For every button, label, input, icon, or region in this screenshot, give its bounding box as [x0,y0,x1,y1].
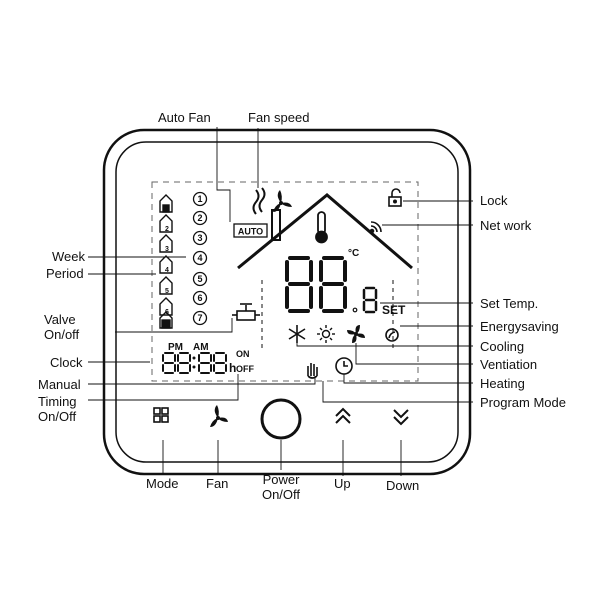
fan-speed-wave-icon [252,187,266,215]
thermostat-inner-frame [115,141,459,463]
hour-unit: h [229,361,236,375]
period-4: 4 [197,253,202,263]
label-clock: Clock [50,355,83,370]
temp-digit-1 [285,256,313,313]
label-energy-saving: Energysaving [480,319,559,334]
lock-icon [388,188,402,207]
fan-icon-top [273,190,292,212]
valve-icon [232,303,260,321]
thermometer-icon [315,211,328,244]
power-button[interactable] [260,398,302,440]
label-valve: Valve On/off [44,312,80,342]
label-set-temp: Set Temp. [480,296,539,311]
temperature-digits [285,256,347,313]
celsius-unit: °C [348,248,359,259]
label-manual: Manual [38,377,81,392]
label-heating: Heating [480,376,525,391]
label-power: Power On/Off [261,472,301,502]
period-3: 3 [197,233,202,243]
week-day-6: 6 [165,309,169,316]
leader-lines [88,127,473,476]
label-timing: Timing On/Off [38,394,77,424]
up-button-icon[interactable] [335,407,351,424]
cooling-icon [288,325,306,343]
period-house-icons [159,194,173,329]
label-program-mode: Program Mode [480,395,566,410]
house-outline [237,193,413,270]
am-indicator: AM [193,342,209,353]
network-icon [369,221,382,234]
clock-digit-segments [162,352,227,374]
temp-decimal-digit [362,286,378,314]
fan-button-icon [210,405,228,427]
down-button-icon[interactable] [393,409,409,426]
label-fan: Fan [206,476,229,491]
period-1: 1 [197,194,202,204]
on-indicator: ON [236,349,250,359]
label-mode: Mode [146,476,179,491]
ventilation-icon [347,325,365,343]
period-numbers: 1 2 3 4 5 6 7 [197,194,202,323]
clock-colon [192,356,196,369]
period-7: 7 [197,313,202,323]
energy-saving-icon [385,328,399,342]
period-number-circles [192,191,208,326]
label-cooling: Cooling [480,339,525,354]
week-day-3: 3 [165,246,169,253]
week-day-2: 2 [165,226,169,233]
manual-hand-icon [307,363,318,379]
label-week: Week [52,249,85,264]
period-2: 2 [197,213,202,223]
label-ventilation: Ventiation [480,357,538,372]
period-6: 6 [197,293,202,303]
heating-sun-icon [317,325,335,343]
decimal-point [352,307,358,313]
label-lock: Lock [480,193,508,208]
auto-badge: AUTO [238,227,263,237]
pm-indicator: PM [168,342,183,353]
week-day-5: 5 [165,288,169,295]
label-network: Net work [480,218,532,233]
temp-digit-2 [319,256,347,313]
label-fan-speed: Fan speed [248,110,310,125]
lcd-dashed-border [151,181,419,382]
label-up: Up [334,476,351,491]
label-down: Down [386,478,420,493]
off-indicator: OFF [236,364,254,374]
auto-badge-box [233,223,268,238]
week-day-numbers: 1 2 3 4 5 6 [165,206,169,316]
set-indicator: SET [382,303,406,317]
label-period: Period [46,266,84,281]
week-day-1: 1 [165,206,169,213]
period-5: 5 [197,274,202,284]
mode-button-icon [153,407,169,423]
week-day-4: 4 [165,267,169,274]
label-auto-fan: Auto Fan [158,110,211,125]
